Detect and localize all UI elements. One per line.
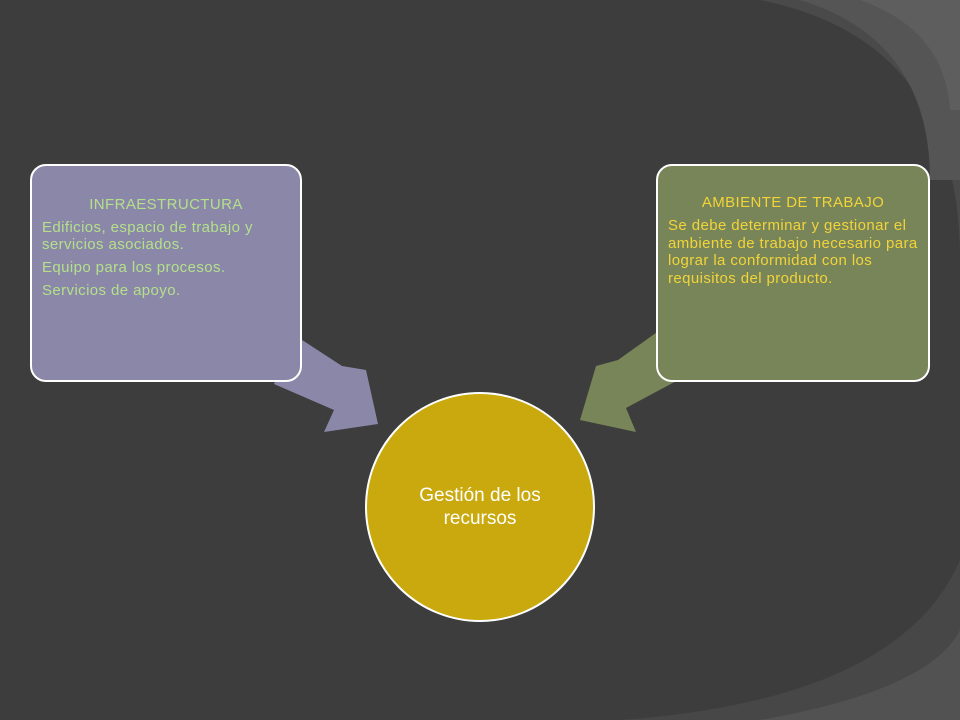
infraestructura-item: Servicios de apoyo. xyxy=(42,282,181,299)
infraestructura-item: Equipo para los procesos. xyxy=(42,259,226,276)
gestion-recursos-label: Gestión de los recursos xyxy=(419,485,541,529)
decor-band-mid xyxy=(800,0,960,180)
ambiente-trabajo-title: AMBIENTE DE TRABAJO xyxy=(701,194,885,211)
infraestructura-item: Edificios, espacio de trabajo y servicio… xyxy=(42,219,253,253)
infraestructura-title: INFRAESTRUCTURA xyxy=(89,196,243,213)
decor-band-inner xyxy=(860,0,960,110)
infraestructura-box: INFRAESTRUCTURA Edificios, espacio de tr… xyxy=(30,164,302,382)
decor-band-bottom-outer xyxy=(620,560,960,720)
ambiente-trabajo-box: AMBIENTE DE TRABAJO Se debe determinar y… xyxy=(656,164,930,382)
gestion-recursos-circle: Gestión de los recursos xyxy=(365,392,595,622)
ambiente-trabajo-description: Se debe determinar y gestionar el ambien… xyxy=(668,217,918,287)
decor-band-bottom-inner xyxy=(760,630,960,720)
